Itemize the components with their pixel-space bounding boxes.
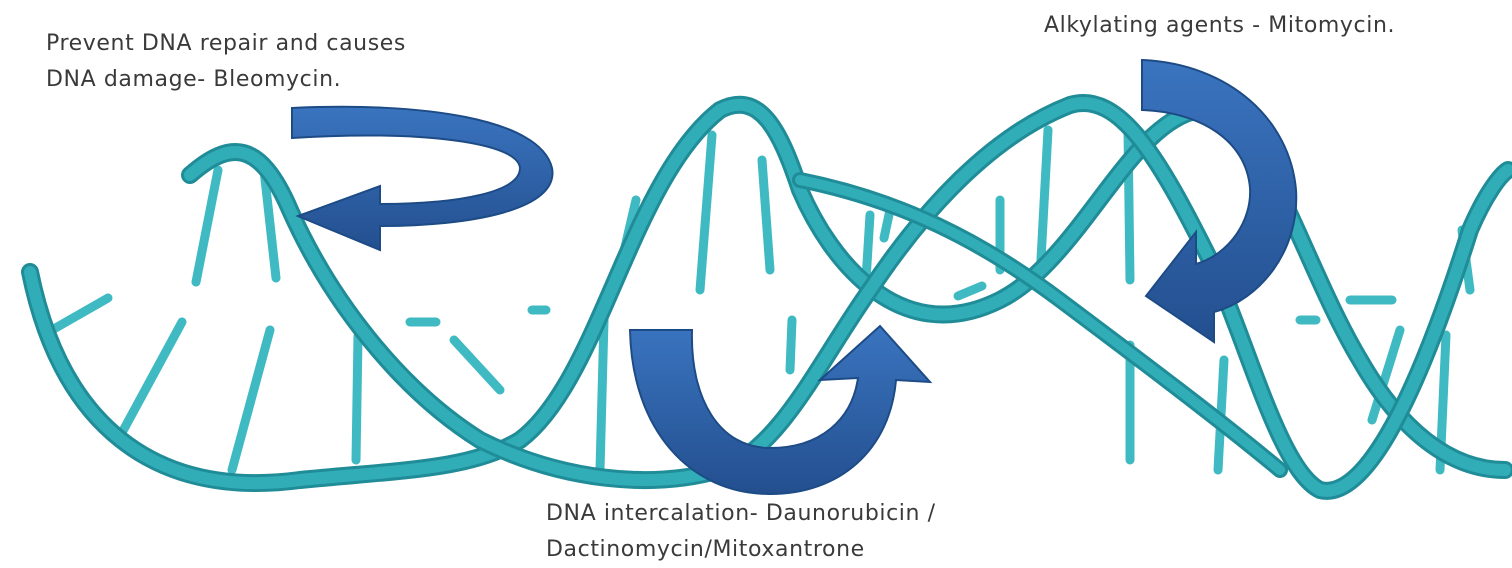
bleomycin-arrow: [292, 107, 552, 250]
base-pair: [958, 286, 982, 296]
base-pair: [118, 322, 182, 440]
bleomycin-label-line1: Prevent DNA repair and causes: [46, 26, 406, 62]
base-pair: [356, 336, 358, 460]
base-pair: [196, 170, 218, 282]
base-pair: [884, 210, 890, 238]
base-pair: [790, 320, 792, 370]
mitomycin-label: Alkylating agents - Mitomycin.: [1044, 8, 1395, 44]
base-pair: [866, 215, 870, 280]
base-pair: [232, 330, 270, 470]
base-pair: [52, 298, 108, 330]
base-pair: [762, 160, 770, 270]
intercalation-label-line2: Dactinomycin/Mitoxantrone: [546, 532, 936, 568]
bleomycin-label: Prevent DNA repair and causes DNA damage…: [46, 26, 406, 98]
mitomycin-arrow: [1142, 60, 1296, 342]
intercalation-label: DNA intercalation- Daunorubicin / Dactin…: [546, 496, 936, 568]
mitomycin-label-line1: Alkylating agents - Mitomycin.: [1044, 8, 1395, 44]
intercalation-label-line1: DNA intercalation- Daunorubicin /: [546, 496, 936, 532]
base-pair: [454, 340, 500, 390]
base-pair: [700, 135, 712, 290]
bleomycin-label-line2: DNA damage- Bleomycin.: [46, 62, 406, 98]
base-pair: [600, 320, 604, 470]
